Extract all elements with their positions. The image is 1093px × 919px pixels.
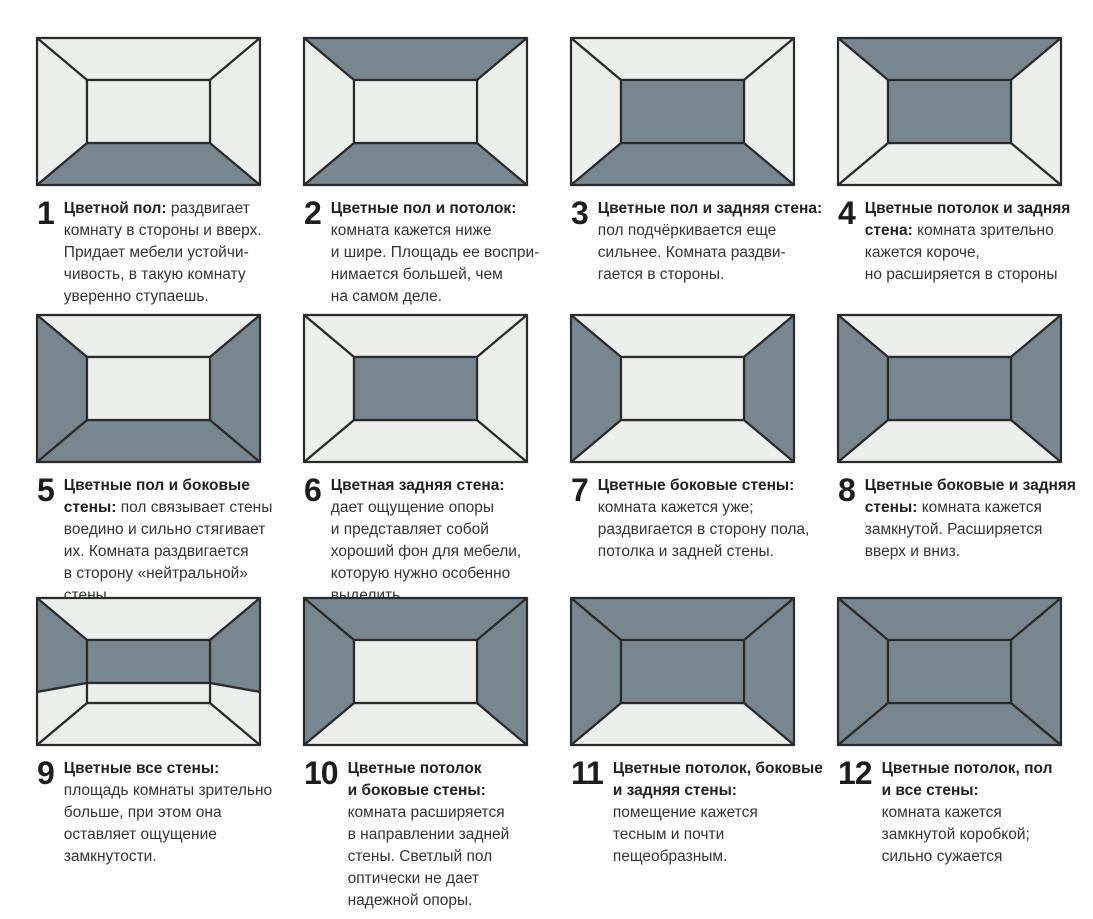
item-text: Цветные потолок, пол и все стены: комнат… (882, 758, 1053, 868)
item-number: 11 (571, 755, 604, 791)
item-text: Цветные боковые стены: комната кажется у… (598, 475, 810, 563)
item-title: Цветные пол и боковые стены: (63, 477, 250, 516)
caption: 6 Цветная задняя стена: дает ощущение оп… (304, 472, 527, 607)
item-title: Цветные потолок и задняя стена: (864, 200, 1071, 239)
panel-4: 4 Цветные потолок и задняя стена: комнат… (836, 36, 1070, 315)
item-title: Цветные боковые и задняя стены: (864, 477, 1076, 516)
item-desc: помещение кажется тесным и почти пещеобр… (612, 804, 758, 865)
item-number: 3 (571, 195, 589, 231)
item-text: Цветные пол и потолок: комната кажется н… (331, 198, 540, 308)
panel-5: 5 Цветные пол и боковые стены: пол связы… (35, 313, 272, 604)
room-diagram-colored-floor (35, 36, 262, 187)
panel-12: 12 Цветные потолок, пол и все стены: ком… (836, 596, 1063, 912)
item-text: Цветные потолок и боковые стены: комната… (348, 758, 510, 912)
item-text: Цветные потолок и задняя стена: комната … (865, 198, 1071, 286)
caption: 2 Цветные пол и потолок: комната кажется… (304, 195, 539, 308)
caption: 10 Цветные потолок и боковые стены: комн… (304, 755, 527, 912)
item-desc: комната зрительно кажется короче, но рас… (864, 222, 1058, 283)
room-diagram-colored-floor-backwall (569, 36, 796, 187)
item-title: Цветная задняя стена: (330, 477, 505, 494)
item-desc: дает ощущение опоры и представляет собой… (330, 499, 522, 604)
item-desc: пол подчёркивается еще сильнее. Комната … (597, 222, 786, 283)
panel-9: 9 Цветные все стены: площадь комнаты зри… (35, 596, 272, 912)
item-number: 6 (304, 472, 322, 508)
item-text: Цветные пол и боковые стены: пол связыва… (64, 475, 273, 607)
caption: 7 Цветные боковые стены: комната кажется… (571, 472, 809, 563)
item-desc: комната расширяется в направлении задней… (347, 804, 510, 909)
item-number: 5 (37, 472, 55, 508)
item-text: Цветные все стены: площадь комнаты зрите… (64, 758, 272, 868)
item-text: Цветные боковые и задняя стены: комната … (865, 475, 1076, 563)
item-text: Цветные потолок, боковые и задняя стены:… (613, 758, 823, 868)
panel-10: 10 Цветные потолок и боковые стены: комн… (302, 596, 529, 912)
panel-1: 1 Цветной пол: раздвигает комнату в стор… (35, 36, 262, 315)
room-diagram-colored-ceiling-sidewalls (302, 596, 529, 747)
panel-8: 8 Цветные боковые и задняя стены: комнат… (836, 313, 1076, 598)
panel-6: 6 Цветная задняя стена: дает ощущение оп… (302, 313, 529, 604)
room-diagram-colored-all-walls (35, 596, 262, 747)
item-desc: комната кажется ниже и шире. Площадь ее … (330, 222, 540, 305)
room-diagram-colored-ceiling-sidewalls-backwall (569, 596, 796, 747)
room-diagram-colored-sidewalls (569, 313, 796, 464)
item-desc: пол связывает стены воедино и сильно стя… (63, 499, 273, 604)
item-desc: комната кажется замкнутой коробкой; силь… (881, 804, 1030, 865)
item-number: 8 (838, 472, 856, 508)
item-desc: раздвигает комнату в стороны и вверх. Пр… (63, 200, 262, 305)
item-text: Цветной пол: раздвигает комнату в сторон… (64, 198, 262, 308)
item-desc: комната кажется уже; раздвигается в стор… (597, 499, 810, 560)
caption: 9 Цветные все стены: площадь комнаты зри… (37, 755, 272, 868)
panel-3: 3 Цветные пол и задняя стена: пол подчёр… (569, 36, 822, 315)
panel-11: 11 Цветные потолок, боковые и задняя сте… (569, 596, 823, 912)
item-title: Цветные все стены: (63, 760, 220, 777)
item-number: 1 (37, 195, 55, 231)
room-diagram-colored-sidewalls-backwall (836, 313, 1063, 464)
caption: 4 Цветные потолок и задняя стена: комнат… (838, 195, 1070, 286)
item-title: Цветные боковые стены: (597, 477, 795, 494)
item-number: 9 (37, 755, 55, 791)
panel-7: 7 Цветные боковые стены: комната кажется… (569, 313, 809, 598)
caption: 8 Цветные боковые и задняя стены: комнат… (838, 472, 1076, 563)
caption: 5 Цветные пол и боковые стены: пол связы… (37, 472, 272, 607)
item-title: Цветные пол и потолок: (330, 200, 517, 217)
caption: 3 Цветные пол и задняя стена: пол подчёр… (571, 195, 822, 286)
item-title: Цветные пол и задняя стена: (597, 200, 823, 217)
item-number: 2 (304, 195, 322, 231)
item-title: Цветные потолок, боковые и задняя стены: (612, 760, 823, 799)
room-diagram-colored-backwall (302, 313, 529, 464)
item-desc: площадь комнаты зрительно больше, при эт… (63, 782, 273, 865)
item-number: 10 (304, 755, 339, 791)
caption: 11 Цветные потолок, боковые и задняя сте… (571, 755, 823, 868)
item-number: 7 (571, 472, 589, 508)
room-diagram-colored-ceiling-backwall (836, 36, 1063, 187)
item-title: Цветные потолок, пол и все стены: (881, 760, 1053, 799)
item-title: Цветной пол: (63, 200, 167, 217)
item-desc: комната кажется замкнутой. Расширяется в… (864, 499, 1043, 560)
caption: 12 Цветные потолок, пол и все стены: ком… (838, 755, 1061, 868)
item-number: 12 (838, 755, 873, 791)
item-text: Цветная задняя стена: дает ощущение опор… (331, 475, 521, 607)
panel-2: 2 Цветные пол и потолок: комната кажется… (302, 36, 539, 315)
room-diagram-colored-floor-sidewalls (35, 313, 262, 464)
caption: 1 Цветной пол: раздвигает комнату в стор… (37, 195, 262, 308)
room-diagram-colored-floor-ceiling (302, 36, 529, 187)
room-diagram-colored-everything (836, 596, 1063, 747)
item-title: Цветные потолок и боковые стены: (347, 760, 486, 799)
item-number: 4 (838, 195, 856, 231)
item-text: Цветные пол и задняя стена: пол подчёрки… (598, 198, 822, 286)
